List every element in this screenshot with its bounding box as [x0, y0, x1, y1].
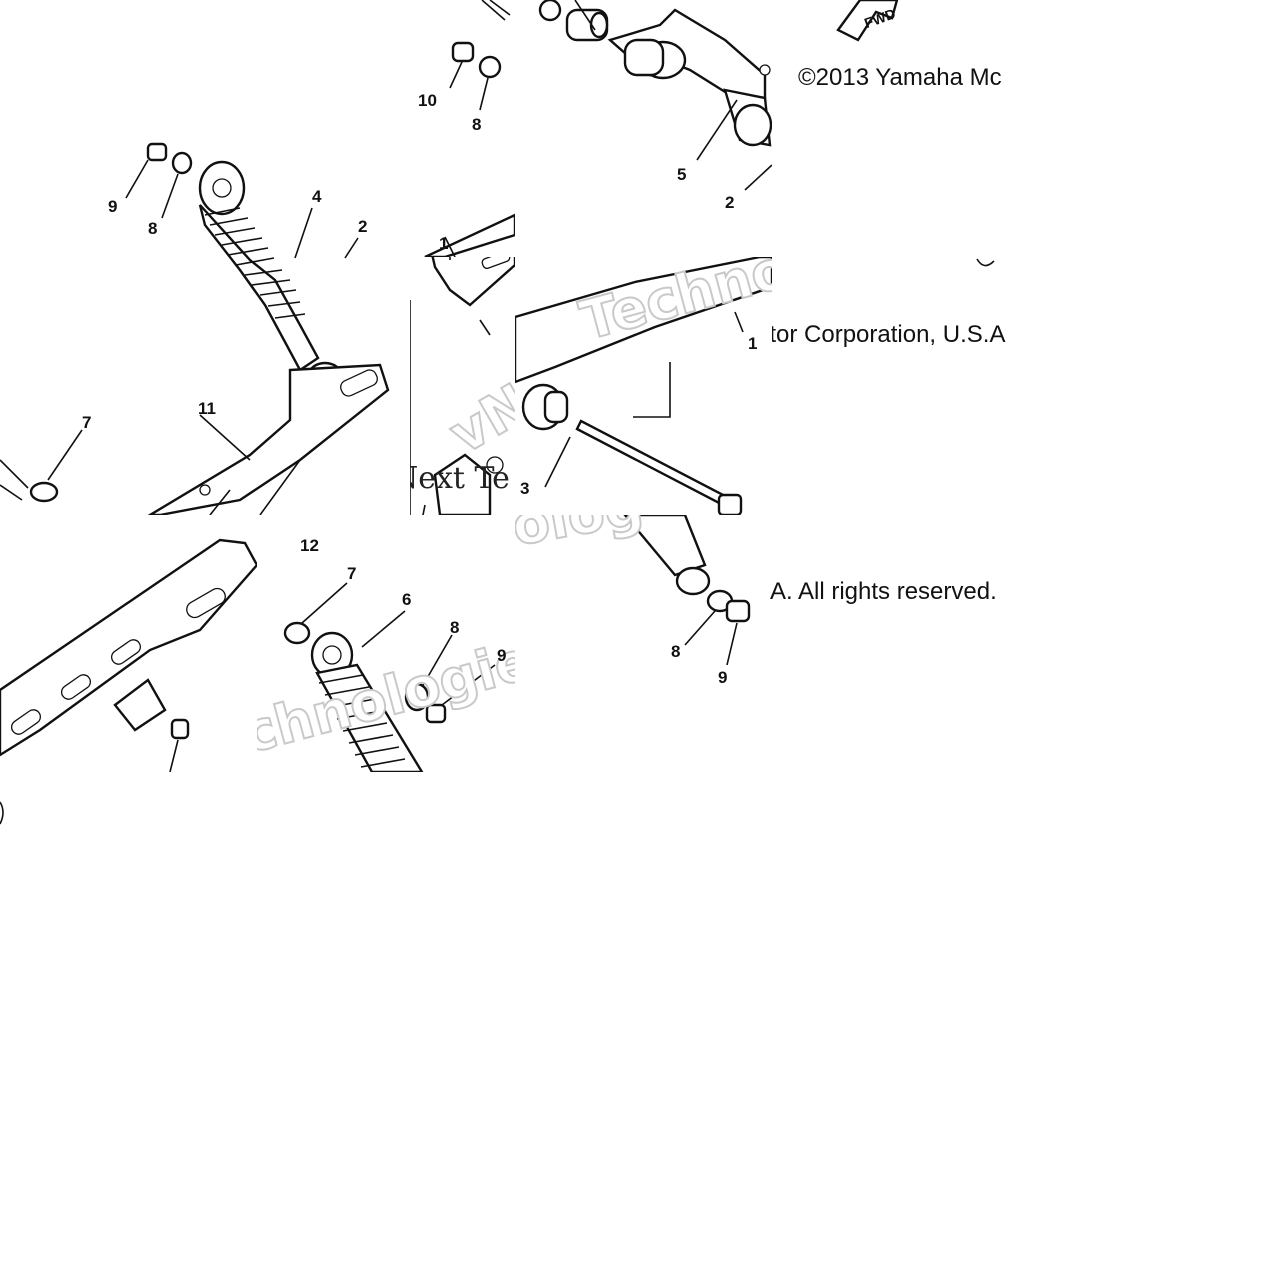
diagram-tile-bracket-upper: 1 — [415, 185, 515, 257]
swing-arm-left — [147, 363, 390, 515]
diagram-tile-arm-bottom — [0, 515, 257, 772]
washer-7 — [283, 621, 311, 645]
callout-7: 7 — [82, 413, 91, 432]
callout-9c: 9 — [718, 668, 727, 687]
callout-11: 11 — [198, 399, 216, 418]
callout-10: 10 — [418, 91, 437, 110]
callout-8f: 8 — [671, 642, 680, 661]
callout-9b: 9 — [497, 646, 506, 665]
fwd-arrow-icon: FWD — [836, 0, 899, 42]
watermark-vne: vNe — [439, 353, 515, 466]
callout-7b: 7 — [347, 564, 356, 583]
callout-12b: 12 — [300, 536, 319, 555]
callout-6: 6 — [402, 590, 411, 609]
nut-washer-top-left — [0, 142, 193, 503]
diagram-tile-shock-bottom: chnologies 7 6 8 9 12 — [257, 515, 515, 772]
nut-9 — [425, 703, 447, 724]
callout-9: 9 — [108, 197, 117, 216]
shock-absorber-left — [198, 160, 343, 389]
diagram-tile-copy-2: otor Corporation, U.S.A — [772, 257, 1029, 387]
diagram-tile-shock-lower: olog 8 9 — [515, 515, 772, 695]
callout-2: 2 — [358, 217, 367, 236]
bolt-small — [170, 718, 190, 740]
callout-8: 8 — [148, 219, 157, 238]
arc-fragment — [976, 258, 995, 267]
callout-5: 5 — [677, 165, 686, 184]
shock-lower-body — [623, 515, 707, 577]
diagram-tile-nuts-top: 10 8 — [410, 0, 515, 185]
copyright-fragment-1: ©2013 Yamaha Mc — [798, 64, 1002, 91]
nut-10 — [451, 41, 475, 63]
callout-4: 4 — [312, 187, 322, 206]
copyright-fragment-3: A. All rights reserved. — [770, 578, 997, 605]
diagram-tile-bolt: Techno 3 1 — [515, 257, 772, 515]
nut-9c — [725, 599, 751, 623]
shock-absorber-right — [310, 631, 424, 772]
watermark-vnext: vNext Te — [410, 461, 510, 496]
pivot-bushings — [538, 0, 772, 147]
callout-1: 1 — [748, 334, 757, 353]
callout-8b: 8 — [472, 115, 481, 134]
pivot-bolt — [575, 419, 729, 507]
callout-8d: 8 — [450, 618, 459, 637]
diagram-tile-arm-top: 5 2 — [515, 0, 772, 257]
diagram-tile-edge-fragment — [0, 772, 20, 832]
watermark-olog: olog — [515, 515, 648, 558]
diagram-tile-fwd: FWD ©2013 Yamaha Mc — [772, 0, 1029, 130]
callout-3: 3 — [520, 479, 529, 498]
copyright-fragment-2: otor Corporation, U.S.A — [772, 321, 1006, 348]
swing-arm-center — [515, 257, 772, 384]
watermark-techno: Techno — [574, 257, 772, 352]
callout-2b: 2 — [725, 193, 734, 212]
callout-1b: 1 — [439, 234, 448, 253]
washer-8 — [478, 55, 502, 79]
washer-8c — [404, 682, 430, 712]
